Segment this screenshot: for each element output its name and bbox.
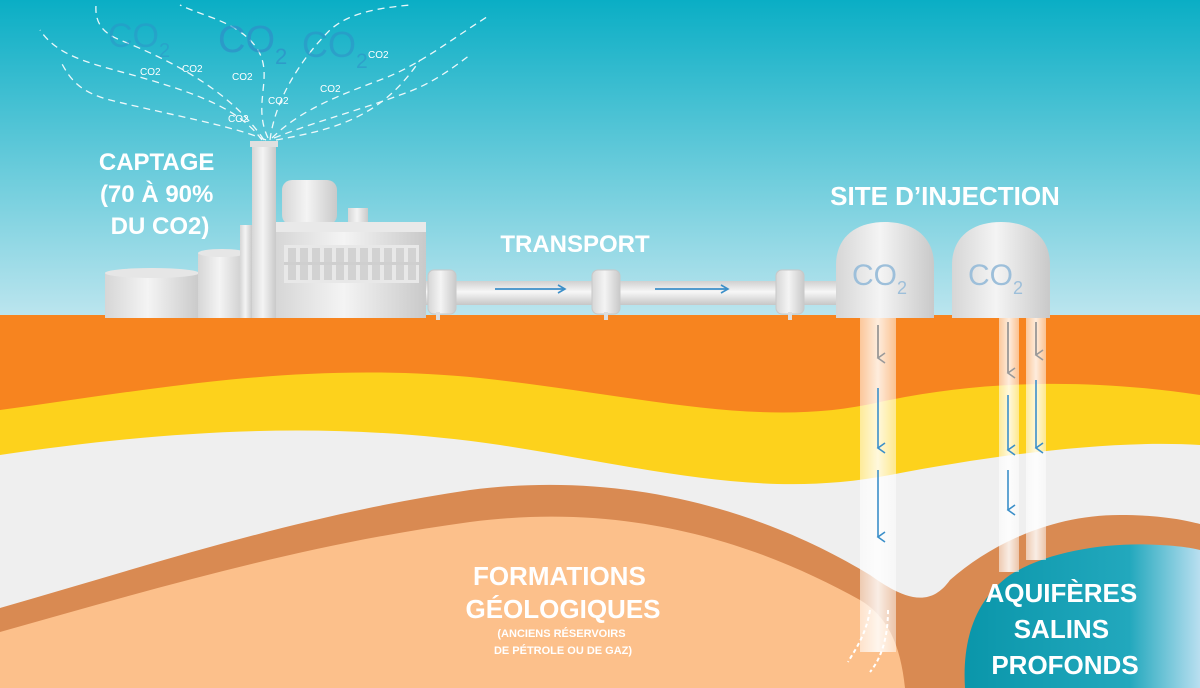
pipeline bbox=[425, 269, 845, 320]
layer-peach bbox=[0, 516, 905, 688]
smoke-co2-small: CO2 bbox=[368, 50, 389, 61]
smoke-co2-big: CO2 bbox=[108, 17, 170, 62]
storage-tank bbox=[836, 222, 934, 318]
factory-tank bbox=[198, 253, 246, 318]
capture-plant bbox=[105, 141, 426, 318]
dispersion-arrows bbox=[869, 609, 889, 673]
transport-label: TRANSPORT bbox=[500, 231, 650, 258]
storage-tank bbox=[952, 222, 1050, 318]
pipe-joint bbox=[591, 269, 621, 315]
formations-note: (ANCIENS RÉSERVOIRS DE PÉTROLE OU DE GAZ… bbox=[494, 627, 632, 657]
injection-wells bbox=[847, 312, 1046, 673]
tank-co2-label: CO2 bbox=[968, 259, 1023, 298]
storage-tanks: CO2 CO2 bbox=[836, 222, 1050, 318]
pipe-joint bbox=[775, 269, 805, 315]
factory-tank bbox=[105, 273, 200, 318]
site-injection-label: SITE D’INJECTION bbox=[830, 181, 1060, 211]
smoke-co2-small: CO2 bbox=[228, 114, 249, 125]
tank-co2-label: CO2 bbox=[852, 259, 907, 298]
smoke-co2-small: CO2 bbox=[320, 84, 341, 95]
pipe-joint bbox=[427, 269, 457, 315]
smoke-co2-small: CO2 bbox=[232, 72, 253, 83]
smoke-trails bbox=[39, 4, 491, 141]
formations-label: FORMATIONS GÉOLOGIQUES bbox=[465, 561, 660, 624]
factory-vent-grid bbox=[284, 245, 419, 283]
chimney bbox=[252, 143, 276, 318]
co2-plume: CO2 CO2 CO2 CO2 CO2 CO2 CO2 CO2 CO2 CO2 bbox=[39, 4, 491, 141]
aquifer-basin bbox=[964, 544, 1200, 688]
smoke-co2-big: CO2 bbox=[218, 19, 287, 69]
smoke-co2-small: CO2 bbox=[140, 67, 161, 78]
factory-tank bbox=[282, 180, 337, 225]
captage-label: CAPTAGE (70 À 90% DU CO2) bbox=[99, 149, 221, 240]
aquiferes-label: AQUIFÈRES SALINS PROFONDS bbox=[986, 578, 1145, 680]
factory-tank bbox=[240, 225, 252, 318]
smoke-co2-small: CO2 bbox=[268, 96, 289, 107]
smoke-co2-big: CO2 bbox=[302, 24, 368, 73]
well-shaft-2 bbox=[999, 312, 1019, 572]
smoke-co2-small: CO2 bbox=[182, 64, 203, 75]
